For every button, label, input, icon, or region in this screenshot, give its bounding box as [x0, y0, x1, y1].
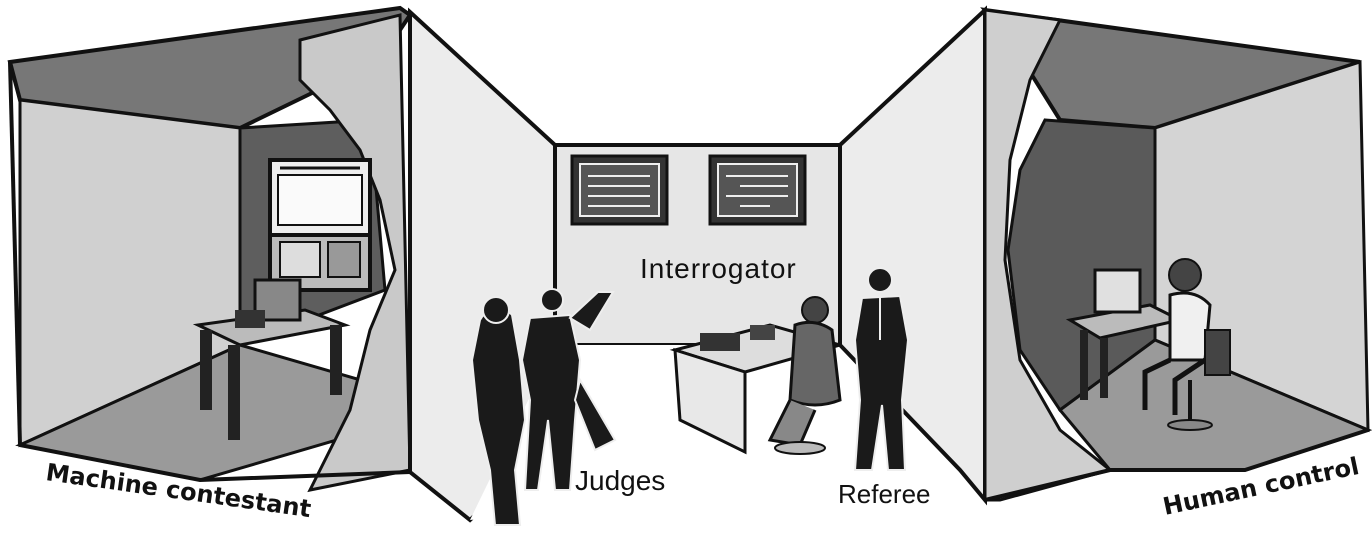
machine-contestant-room	[10, 8, 555, 520]
interrogator-label: Interrogator	[640, 253, 797, 284]
human-control-room	[840, 10, 1368, 500]
judges-label: Judges	[575, 465, 665, 496]
monitor-icon	[710, 156, 805, 224]
computer-rack-icon	[270, 160, 370, 290]
referee-label: Referee	[838, 479, 931, 509]
monitor-icon	[572, 156, 667, 224]
